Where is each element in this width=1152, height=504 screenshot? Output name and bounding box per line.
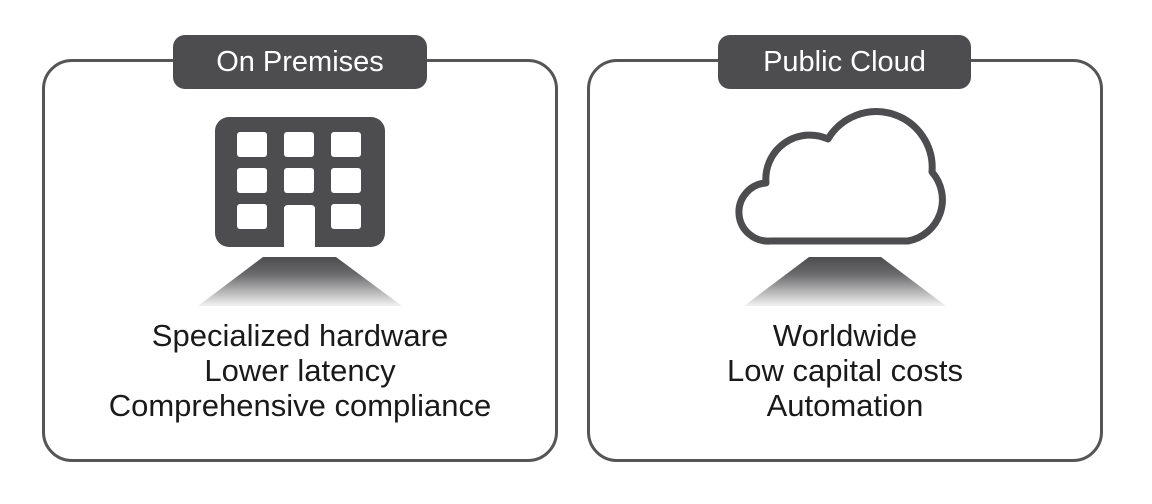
feature-item: Worldwide: [772, 318, 918, 353]
feature-item: Comprehensive compliance: [108, 388, 492, 423]
feature-item: Lower latency: [204, 353, 396, 388]
feature-item: Specialized hardware: [151, 318, 449, 353]
building-platform-icon: [198, 257, 402, 306]
public-cloud-title: Public Cloud: [718, 35, 971, 89]
cloud-icon: [735, 108, 946, 245]
on-premises-title: On Premises: [173, 35, 427, 89]
feature-item: Automation: [766, 388, 924, 423]
cloud-platform-icon: [744, 257, 946, 306]
public-cloud-features: Worldwide Low capital costs Automation: [587, 318, 1103, 423]
on-premises-features: Specialized hardware Lower latency Compr…: [42, 318, 558, 423]
feature-item: Low capital costs: [726, 353, 964, 388]
building-icon: [215, 117, 385, 248]
